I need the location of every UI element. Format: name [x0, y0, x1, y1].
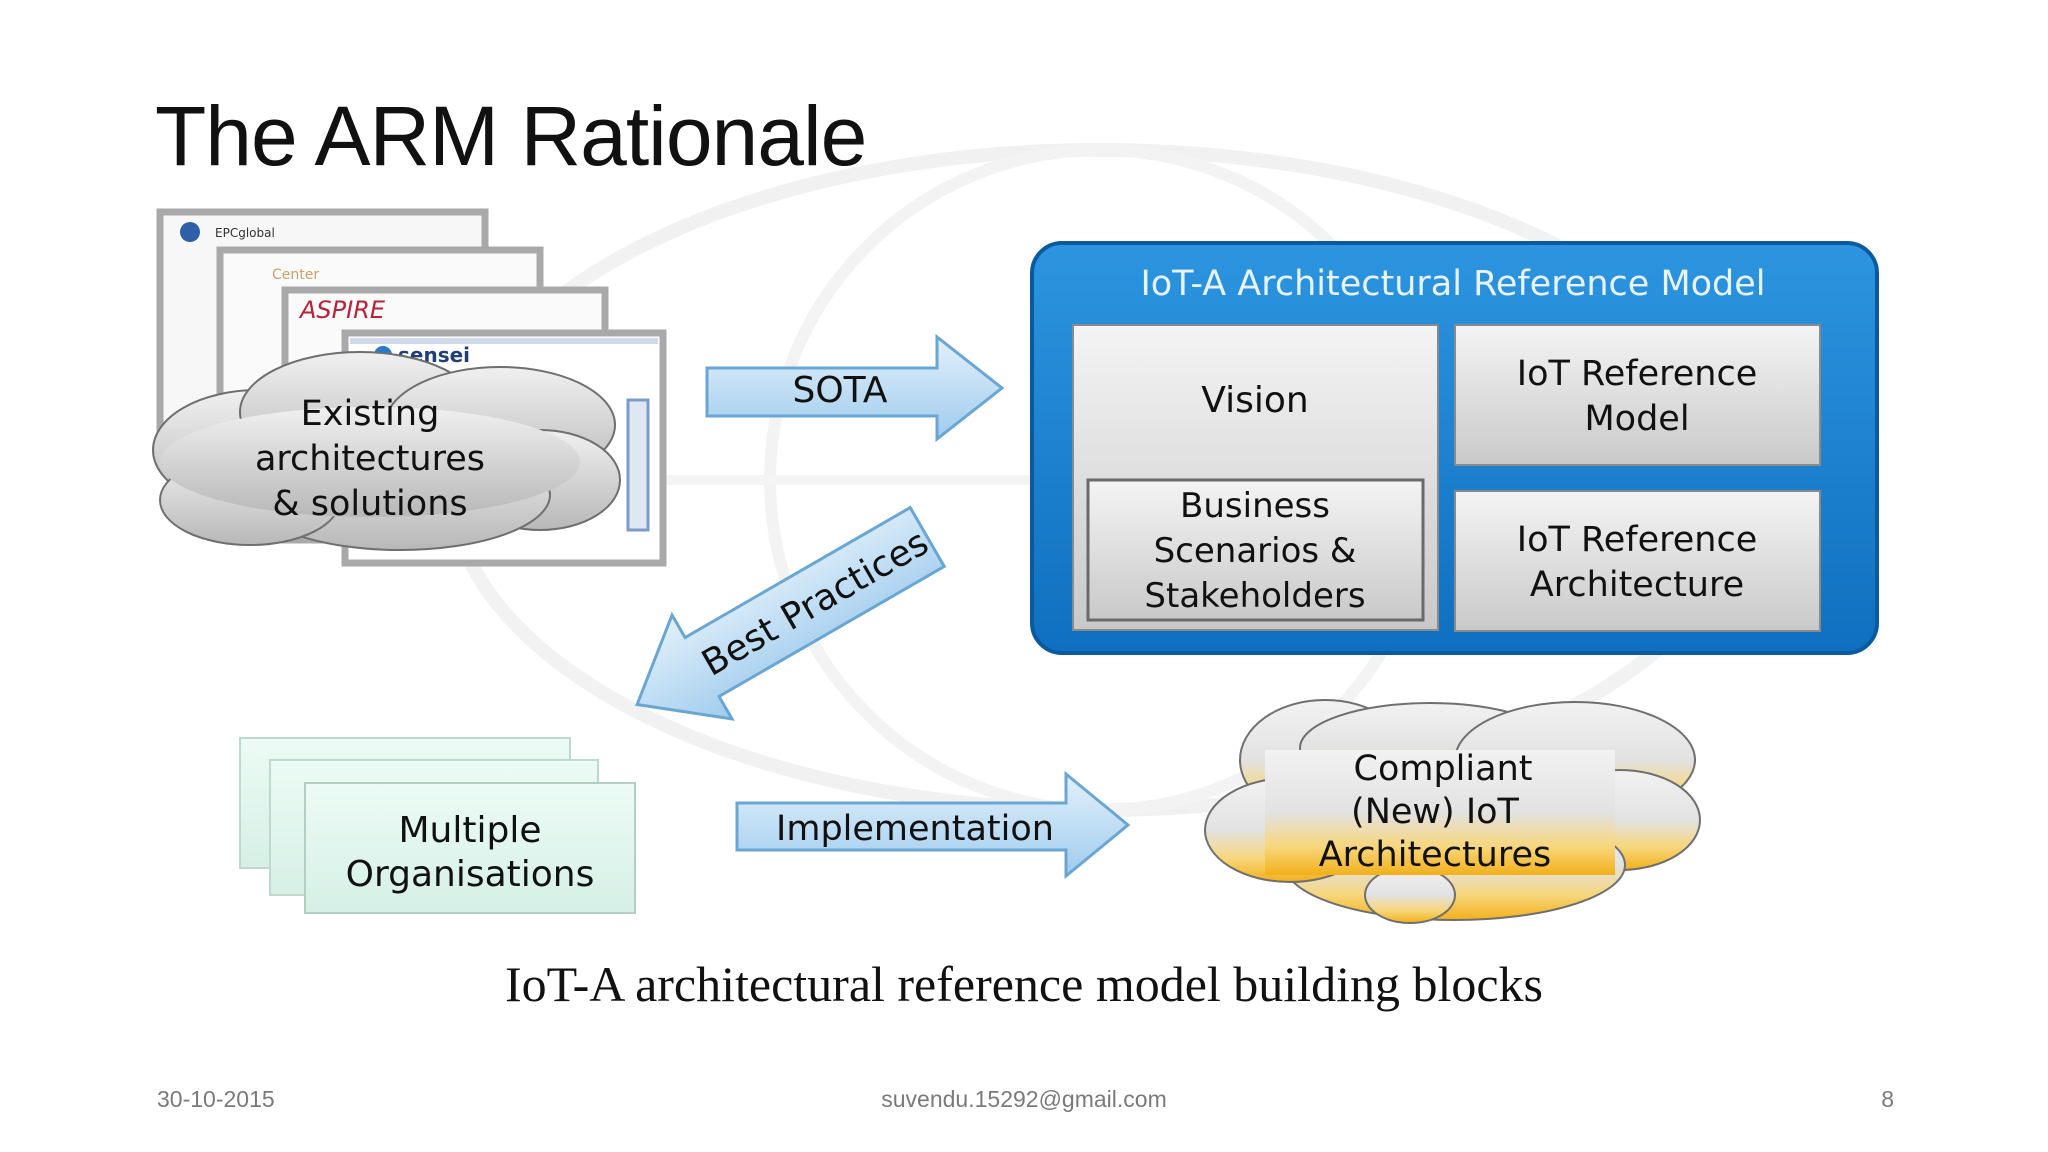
vision-label: Vision: [1201, 380, 1308, 421]
gs1-logo-icon: [180, 222, 200, 242]
existing-label-line1: Existing: [301, 394, 440, 434]
footer-page-number: 8: [1881, 1086, 1894, 1112]
ref-model-line2: Model: [1584, 399, 1689, 439]
compliant-line3: Architectures: [1319, 835, 1552, 875]
iot-reference-model-box: [1454, 324, 1821, 466]
footer-email: suvendu.15292@gmail.com: [881, 1086, 1167, 1112]
existing-label-line2: architectures: [255, 439, 485, 479]
business-line1: Business: [1180, 486, 1330, 526]
compliant-architectures-cloud: Compliant (New) IoT Architectures: [1204, 699, 1701, 924]
organisations-line2: Organisations: [346, 854, 595, 895]
organisations-line1: Multiple: [399, 810, 542, 851]
implementation-label: Implementation: [776, 809, 1054, 849]
ref-arch-line2: Architecture: [1530, 565, 1744, 605]
sota-label: SOTA: [792, 370, 887, 411]
logo-aspire: ASPIRE: [298, 296, 386, 324]
best-practices-label: Best Practices: [695, 522, 935, 684]
arm-header: IoT-A Architectural Reference Model: [1140, 264, 1765, 304]
ref-arch-line1: IoT Reference: [1517, 520, 1758, 560]
multiple-organisations-stack: Multiple Organisations: [239, 737, 636, 914]
implementation-arrow: Implementation: [735, 770, 1131, 880]
logo-epcglobal: EPCglobal: [215, 226, 275, 240]
business-line2: Scenarios &: [1154, 531, 1357, 571]
logo-center: Center: [272, 267, 319, 283]
slide-title: The ARM Rationale: [155, 89, 867, 183]
ref-model-line1: IoT Reference: [1517, 354, 1758, 394]
iot-reference-architecture-box: [1454, 490, 1821, 632]
existing-label-line3: & solutions: [272, 484, 467, 524]
compliant-line1: Compliant: [1354, 749, 1533, 789]
footer-date: 30-10-2015: [157, 1086, 275, 1112]
arm-container: IoT-A Architectural Reference Model Visi…: [1030, 241, 1879, 655]
business-scenarios-box: [1086, 478, 1425, 622]
sota-arrow: SOTA: [705, 333, 1005, 443]
business-line3: Stakeholders: [1144, 576, 1365, 616]
existing-architectures-cloud: Existing architectures & solutions: [152, 351, 621, 551]
compliant-line2: (New) IoT: [1351, 792, 1520, 832]
figure-caption: IoT-A architectural reference model buil…: [504, 956, 1544, 1012]
